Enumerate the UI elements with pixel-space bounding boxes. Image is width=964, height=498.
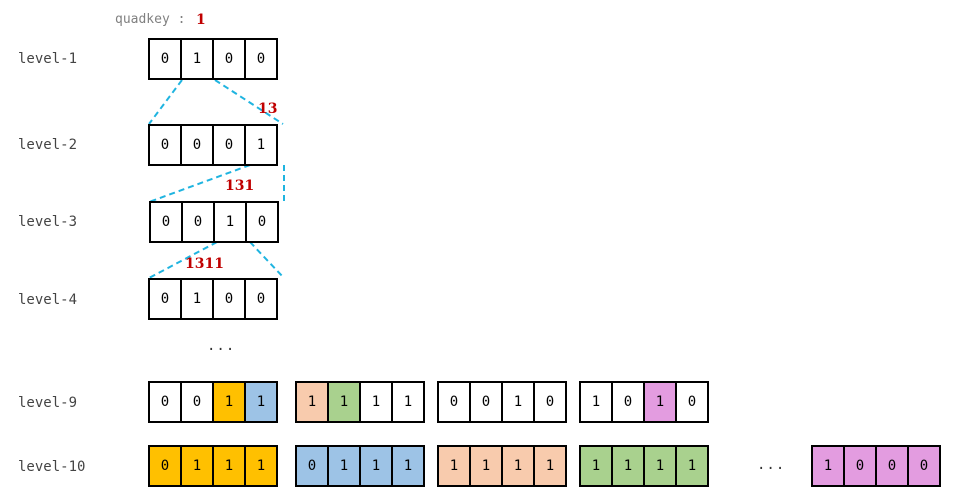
quadkey-13: 13 <box>258 101 278 117</box>
cell: 0 <box>212 278 246 320</box>
cell: 0 <box>180 381 214 423</box>
connector-line <box>249 241 285 279</box>
level-10-group-3: 1 1 1 1 <box>437 445 567 487</box>
cell: 1 <box>437 445 471 487</box>
cell: 0 <box>149 201 183 243</box>
cell: 0 <box>437 381 471 423</box>
level-2-label: level-2 <box>18 137 78 153</box>
level-9-group-1: 0 0 1 1 <box>148 381 278 423</box>
cell: 1 <box>327 445 361 487</box>
level-9-group-4: 1 0 1 0 <box>579 381 709 423</box>
level-10-label: level-10 <box>18 459 86 475</box>
cell: 0 <box>148 278 182 320</box>
cell: 1 <box>811 445 845 487</box>
cell: 1 <box>391 445 425 487</box>
cell: 0 <box>244 38 278 80</box>
level-1-label: level-1 <box>18 51 78 67</box>
cell: 0 <box>675 381 709 423</box>
cell: 1 <box>643 381 677 423</box>
cell: 0 <box>148 124 182 166</box>
level-3-row: 0 0 1 0 <box>149 201 279 243</box>
cell: 0 <box>212 38 246 80</box>
connector-line <box>214 79 284 125</box>
cell: 0 <box>611 381 645 423</box>
cell: 0 <box>180 124 214 166</box>
level-10-group-2: 0 1 1 1 <box>295 445 425 487</box>
cell: 0 <box>875 445 909 487</box>
cell: 1 <box>391 381 425 423</box>
cell: 1 <box>244 381 278 423</box>
cell: 1 <box>675 445 709 487</box>
cell: 0 <box>148 381 182 423</box>
cell: 0 <box>533 381 567 423</box>
cell: 1 <box>501 445 535 487</box>
level-10-group-1: 0 1 1 1 <box>148 445 278 487</box>
level-4-row: 0 1 0 0 <box>148 278 278 320</box>
quadkey-1311: 1311 <box>185 256 224 272</box>
quadkey-131: 131 <box>225 178 255 194</box>
cell: 0 <box>181 201 215 243</box>
cell: 0 <box>295 445 329 487</box>
ellipsis-cells: ... <box>757 457 786 473</box>
level-3-label: level-3 <box>18 214 78 230</box>
cell: 1 <box>533 445 567 487</box>
level-10-group-4: 1 1 1 1 <box>579 445 709 487</box>
cell: 0 <box>907 445 941 487</box>
cell: 1 <box>469 445 503 487</box>
level-9-group-3: 0 0 1 0 <box>437 381 567 423</box>
cell: 1 <box>180 38 214 80</box>
cell: 1 <box>244 445 278 487</box>
cell: 1 <box>501 381 535 423</box>
cell: 1 <box>213 201 247 243</box>
level-2-row: 0 0 0 1 <box>148 124 278 166</box>
level-9-label: level-9 <box>18 395 78 411</box>
quadkey-value: 1 <box>196 12 206 28</box>
cell: 1 <box>327 381 361 423</box>
level-10-group-5: 1 0 0 0 <box>811 445 941 487</box>
ellipsis-levels: ... <box>207 338 236 354</box>
cell: 1 <box>212 445 246 487</box>
cell: 1 <box>180 278 214 320</box>
cell: 0 <box>244 278 278 320</box>
level-9-group-2: 1 1 1 1 <box>295 381 425 423</box>
cell: 1 <box>643 445 677 487</box>
level-1-row: 0 1 0 0 <box>148 38 278 80</box>
connector-line <box>148 79 183 125</box>
cell: 1 <box>212 381 246 423</box>
cell: 0 <box>148 445 182 487</box>
cell: 1 <box>359 381 393 423</box>
cell: 1 <box>579 381 613 423</box>
cell: 0 <box>843 445 877 487</box>
level-4-label: level-4 <box>18 292 78 308</box>
cell: 1 <box>244 124 278 166</box>
cell: 1 <box>180 445 214 487</box>
cell: 0 <box>245 201 279 243</box>
cell: 0 <box>212 124 246 166</box>
cell: 0 <box>148 38 182 80</box>
quadkey-label: quadkey : <box>115 12 186 27</box>
connector-line <box>148 164 251 203</box>
connector-line <box>148 241 218 279</box>
cell: 1 <box>295 381 329 423</box>
cell: 1 <box>611 445 645 487</box>
cell: 0 <box>469 381 503 423</box>
cell: 1 <box>579 445 613 487</box>
cell: 1 <box>359 445 393 487</box>
